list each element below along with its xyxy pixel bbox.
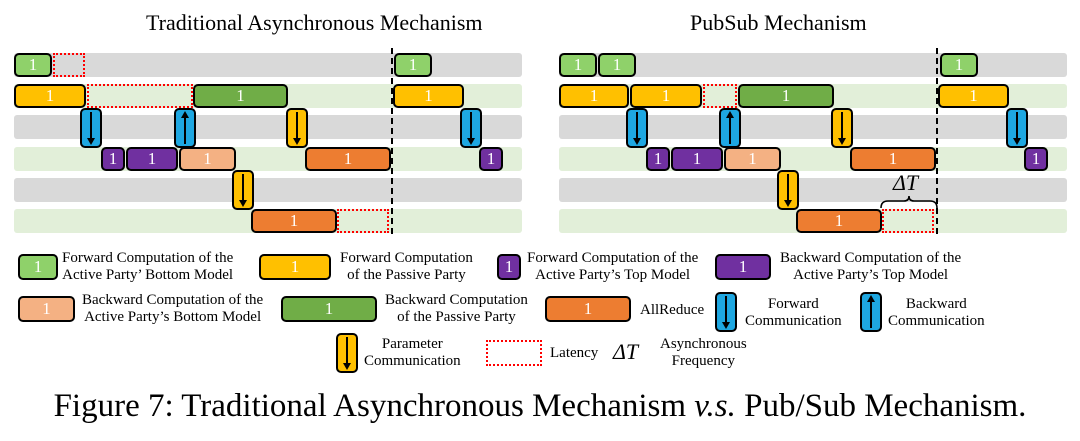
iteration-boundary-line <box>936 48 938 234</box>
legend-bwd-active-top-label: Backward Computation of the Active Party… <box>780 250 962 283</box>
parameter-comm-block <box>286 108 308 148</box>
legend-fwd-active-bottom-label: Forward Computation of the Active Party’… <box>62 250 234 283</box>
caption-prefix: Figure 7: Traditional Asynchronous Mecha… <box>53 388 695 424</box>
fwd-passive-block: 1 <box>938 84 1009 108</box>
latency-block <box>337 209 389 233</box>
legend-latency-label: Latency <box>550 345 599 361</box>
backward-comm-block <box>719 108 741 148</box>
fwd-active-bottom-block: 1 <box>559 53 597 77</box>
bwd-passive-block: 1 <box>738 84 834 108</box>
bwd-active-top-block: 1 <box>671 147 723 171</box>
bwd-passive-block: 1 <box>193 84 288 108</box>
legend-parameter-comm-label: Parameter Communication <box>364 336 461 369</box>
lane-active-top <box>14 147 522 171</box>
legend-parameter-comm-swatch <box>336 333 358 373</box>
legend-fwd-passive-swatch: 1 <box>259 254 331 280</box>
legend-bwd-active-bottom-label: Backward Computation of the Active Party… <box>82 292 264 325</box>
down-arrow-icon <box>343 337 351 370</box>
fwd-active-bottom-block: 1 <box>14 53 52 77</box>
forward-comm-block <box>1006 108 1028 148</box>
delta-t-label: ΔT <box>893 170 919 195</box>
caption-vs: v.s. <box>694 388 736 424</box>
down-arrow-icon <box>722 296 730 329</box>
legend-forward-comm-label: Forward Communication <box>745 296 842 329</box>
lane-active-bottom <box>559 53 1067 77</box>
forward-comm-block <box>460 108 482 148</box>
allreduce-block: 1 <box>305 147 391 171</box>
latency-block <box>703 84 737 108</box>
bwd-active-bottom-block: 1 <box>179 147 236 171</box>
legend-latency-swatch <box>486 340 542 366</box>
down-arrow-icon <box>838 112 846 145</box>
fwd-passive-block: 1 <box>559 84 629 108</box>
lane-comm-2 <box>559 178 1067 202</box>
up-arrow-icon <box>181 111 189 144</box>
fwd-active-bottom-block: 1 <box>940 53 978 77</box>
legend-async-frequency-label: Asynchronous Frequency <box>660 336 747 369</box>
down-arrow-icon <box>633 112 641 145</box>
up-arrow-icon <box>867 295 875 328</box>
latency-block <box>53 53 85 77</box>
parameter-comm-block <box>232 170 254 210</box>
legend-forward-comm-swatch <box>715 292 737 332</box>
up-arrow-icon <box>726 111 734 144</box>
down-arrow-icon <box>87 112 95 145</box>
parameter-comm-block <box>831 108 853 148</box>
right-diagram-title: PubSub Mechanism <box>690 10 867 35</box>
fwd-active-bottom-block: 1 <box>598 53 636 77</box>
figure-caption: Figure 7: Traditional Asynchronous Mecha… <box>0 388 1080 425</box>
legend-fwd-active-top-label: Forward Computation of the Active Party’… <box>527 250 699 283</box>
forward-comm-block <box>80 108 102 148</box>
lane-comm-2 <box>14 178 522 202</box>
fwd-active-bottom-block: 1 <box>394 53 432 77</box>
iteration-boundary-line <box>391 48 393 234</box>
down-arrow-icon <box>293 112 301 145</box>
backward-comm-block <box>174 108 196 148</box>
bwd-active-top-block: 1 <box>126 147 178 171</box>
lane-active-top <box>559 147 1067 171</box>
legend-fwd-active-bottom-swatch: 1 <box>18 254 58 280</box>
latency-block <box>882 209 934 233</box>
down-arrow-icon <box>467 112 475 145</box>
legend-backward-comm-label: Backward Communication <box>888 296 985 329</box>
legend-allreduce-swatch: 1 <box>545 296 631 322</box>
fwd-passive-block: 1 <box>14 84 86 108</box>
legend-fwd-passive-label: Forward Computation of the Passive Party <box>340 250 473 283</box>
allreduce-block: 1 <box>850 147 936 171</box>
fwd-active-top-block: 1 <box>646 147 670 171</box>
latency-block <box>87 84 193 108</box>
legend-delta-t-symbol: ΔT <box>613 339 639 364</box>
lane-active-bottom <box>14 53 522 77</box>
legend-fwd-active-top-swatch: 1 <box>497 254 521 280</box>
legend-bwd-passive-swatch: 1 <box>281 296 377 322</box>
fwd-passive-block: 1 <box>393 84 464 108</box>
legend-bwd-passive-label: Backward Computation of the Passive Part… <box>385 292 528 325</box>
allreduce-block: 1 <box>251 209 337 233</box>
legend-allreduce-label: AllReduce <box>640 302 705 318</box>
down-arrow-icon <box>239 174 247 207</box>
left-diagram-title: Traditional Asynchronous Mechanism <box>146 10 483 35</box>
fwd-passive-block: 1 <box>630 84 702 108</box>
caption-suffix: Pub/Sub Mechanism. <box>735 388 1027 424</box>
forward-comm-block <box>626 108 648 148</box>
down-arrow-icon <box>1013 112 1021 145</box>
bwd-active-bottom-block: 1 <box>724 147 781 171</box>
parameter-comm-block <box>777 170 799 210</box>
legend-backward-comm-swatch <box>860 292 882 332</box>
fwd-active-top-block: 1 <box>479 147 503 171</box>
legend-bwd-active-top-swatch: 1 <box>715 254 771 280</box>
down-arrow-icon <box>784 174 792 207</box>
legend-bwd-active-bottom-swatch: 1 <box>18 296 75 322</box>
brace-icon <box>880 195 938 209</box>
fwd-active-top-block: 1 <box>101 147 125 171</box>
fwd-active-top-block: 1 <box>1024 147 1048 171</box>
allreduce-block: 1 <box>796 209 882 233</box>
